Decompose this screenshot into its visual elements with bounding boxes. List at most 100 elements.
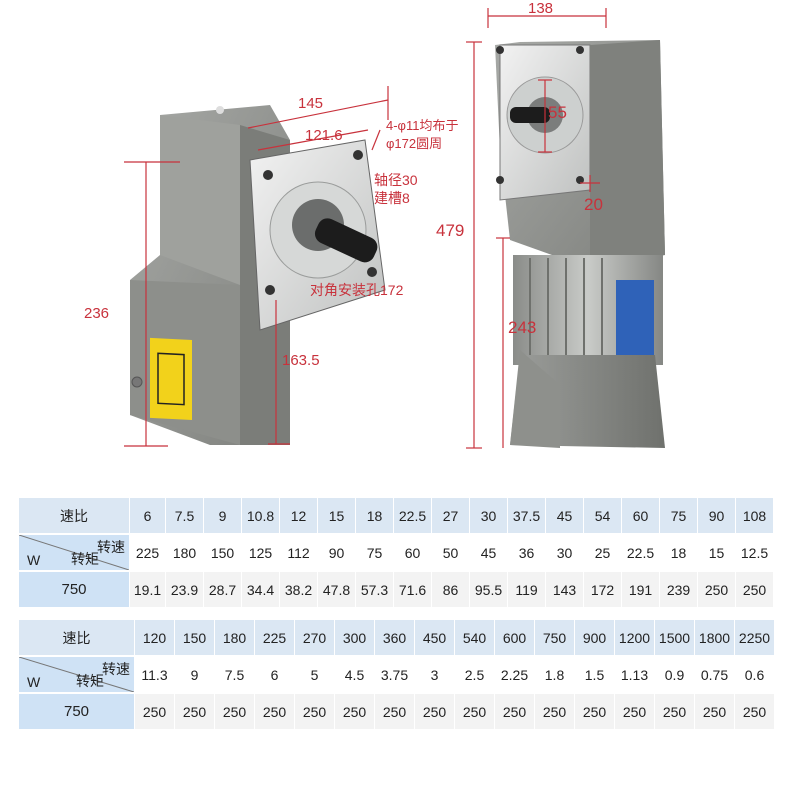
torque-cell: 143 (546, 572, 583, 607)
torque-cell: 250 (135, 694, 174, 729)
torque-cell: 250 (615, 694, 654, 729)
speed-cell: 75 (356, 535, 393, 570)
speed-cell: 180 (166, 535, 203, 570)
speed-cell: 0.9 (655, 657, 694, 692)
speed-cell: 1.8 (535, 657, 574, 692)
ratio-cell: 37.5 (508, 498, 545, 533)
ratio-cell: 90 (698, 498, 735, 533)
holes-label-line2: φ172圆周 (386, 136, 442, 151)
ratio-cell: 1500 (655, 620, 694, 655)
holes-label-line1: 4-φ11均布于 (386, 118, 458, 133)
speed-cell: 112 (280, 535, 317, 570)
speed-cell: 7.5 (215, 657, 254, 692)
torque-cell: 250 (736, 572, 773, 607)
torque-cell: 250 (455, 694, 494, 729)
torque-cell: 250 (215, 694, 254, 729)
speed-cell: 125 (242, 535, 279, 570)
speed-cell: 1.5 (575, 657, 614, 692)
speed-cell: 30 (546, 535, 583, 570)
torque-cell: 23.9 (166, 572, 203, 607)
ratio-label: 速比 (19, 620, 134, 655)
ratio-cell: 150 (175, 620, 214, 655)
ratio-cell: 120 (135, 620, 174, 655)
torque-cell: 250 (698, 572, 735, 607)
dim-163-5-label: 163.5 (282, 352, 320, 369)
torque-cell: 250 (535, 694, 574, 729)
speed-cell: 22.5 (622, 535, 659, 570)
speed-cell: 2.25 (495, 657, 534, 692)
ratio-cell: 6 (130, 498, 165, 533)
torque-cell: 250 (735, 694, 774, 729)
speed-cell: 36 (508, 535, 545, 570)
ratio-cell: 9 (204, 498, 241, 533)
torque-cell: 28.7 (204, 572, 241, 607)
dim-20-label: 20 (584, 195, 603, 214)
torque-cell: 250 (495, 694, 534, 729)
ratio-cell: 27 (432, 498, 469, 533)
speed-cell: 0.6 (735, 657, 774, 692)
torque-cell: 172 (584, 572, 621, 607)
speed-cell: 11.3 (135, 657, 174, 692)
speed-cell: 3.75 (375, 657, 414, 692)
w-label: W (27, 552, 41, 568)
torque-cell: 47.8 (318, 572, 355, 607)
ratio-cell: 75 (660, 498, 697, 533)
shaft-label-line1: 轴径30 (374, 172, 418, 188)
speed-cell: 6 (255, 657, 294, 692)
ratio-cell: 30 (470, 498, 507, 533)
mount-hole-label: 对角安装孔172 (310, 282, 404, 298)
torque-cell: 250 (295, 694, 334, 729)
speed-cell: 25 (584, 535, 621, 570)
ratio-cell: 15 (318, 498, 355, 533)
ratio-cell: 108 (736, 498, 773, 533)
speed-cell: 150 (204, 535, 241, 570)
left-gearbox-photo (130, 105, 386, 445)
ratio-cell: 540 (455, 620, 494, 655)
speed-cell: 4.5 (335, 657, 374, 692)
ratio-cell: 54 (584, 498, 621, 533)
torque-cell: 95.5 (470, 572, 507, 607)
torque-cell: 34.4 (242, 572, 279, 607)
speed-label: 转速 (102, 661, 130, 677)
dim-243-label: 243 (508, 318, 536, 337)
torque-cell: 250 (655, 694, 694, 729)
dim-479-label: 479 (436, 221, 464, 240)
ratio-cell: 10.8 (242, 498, 279, 533)
dim-55-label: 55 (548, 103, 567, 122)
speed-cell: 3 (415, 657, 454, 692)
speed-cell: 90 (318, 535, 355, 570)
speed-cell: 0.75 (695, 657, 734, 692)
speed-cell: 12.5 (736, 535, 773, 570)
dim-145-label: 145 (298, 95, 323, 112)
torque-cell: 191 (622, 572, 659, 607)
speed-cell: 45 (470, 535, 507, 570)
speed-cell: 5 (295, 657, 334, 692)
shaft-label-line2: 建槽8 (374, 190, 410, 206)
torque-cell: 71.6 (394, 572, 431, 607)
ratio-cell: 1800 (695, 620, 734, 655)
torque-cell: 250 (255, 694, 294, 729)
speed-cell: 225 (130, 535, 165, 570)
torque-cell: 250 (175, 694, 214, 729)
torque-label: 转矩 (71, 551, 99, 567)
torque-cell: 239 (660, 572, 697, 607)
torque-cell: 86 (432, 572, 469, 607)
ratio-cell: 300 (335, 620, 374, 655)
speed-torque-header: 转速 转矩 W (19, 657, 134, 692)
speed-label: 转速 (97, 539, 125, 555)
w-label: W (27, 674, 41, 690)
speed-cell: 1.13 (615, 657, 654, 692)
ratio-cell: 360 (375, 620, 414, 655)
ratio-cell: 18 (356, 498, 393, 533)
torque-cell: 250 (695, 694, 734, 729)
dim-236-label: 236 (84, 305, 109, 322)
ratio-cell: 600 (495, 620, 534, 655)
